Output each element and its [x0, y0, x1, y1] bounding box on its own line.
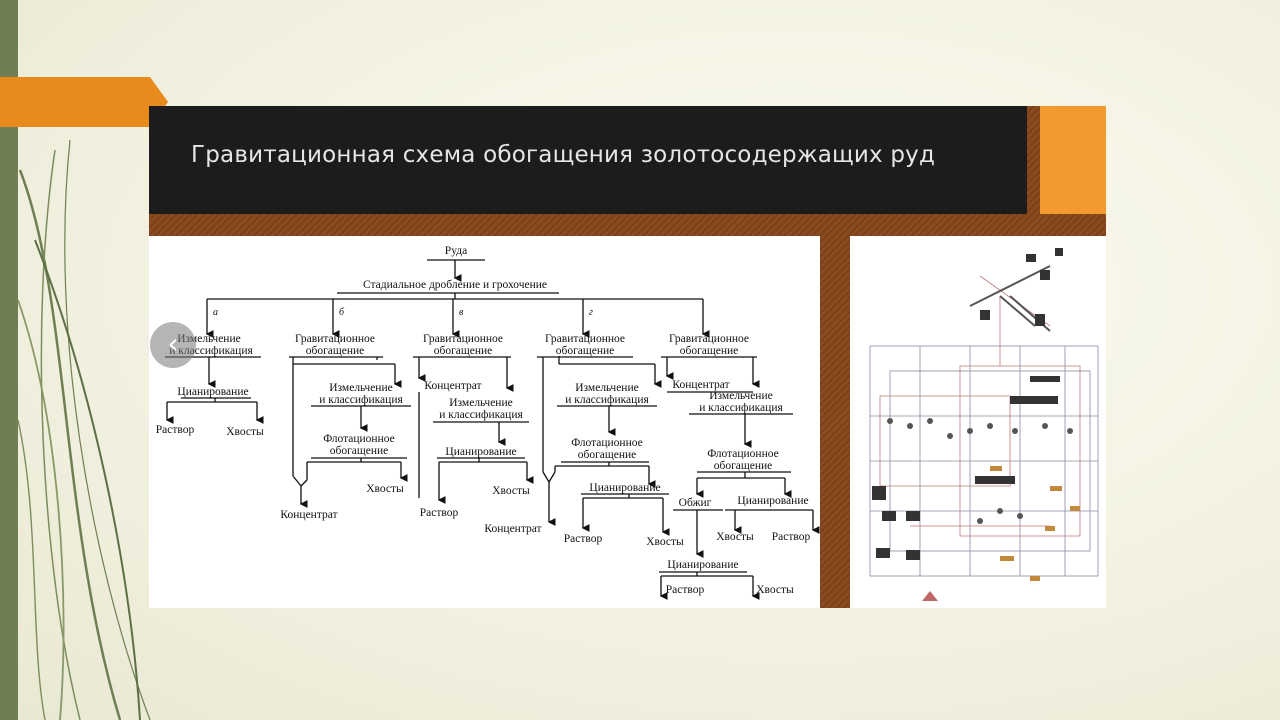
a-tails: Хвосты	[226, 426, 264, 438]
d-gravity-line1: Гравитационное	[545, 333, 625, 345]
d-grinding-line2: и классификация	[565, 394, 649, 406]
node-crushing: Стадиальное дробление и грохочение	[363, 279, 547, 291]
b-gravity-line2: обогащение	[306, 345, 365, 357]
flow-scheme-diagram: Руда Стадиальное дробление и грохочение …	[156, 245, 820, 600]
plant-equipment-drawing	[850, 236, 1106, 608]
a-solution: Раствор	[156, 424, 195, 436]
c-grinding-line2: и классификация	[439, 409, 523, 421]
orange-accent-tab	[0, 77, 168, 127]
e-gravity-line2: обогащение	[680, 345, 739, 357]
flow-scheme-panel: Руда Стадиальное дробление и грохочение …	[149, 236, 820, 608]
d-grinding-line1: Измельчение	[575, 382, 638, 394]
branch-label-b: б	[339, 307, 345, 318]
b-flotation-line1: Флотационное	[323, 433, 394, 445]
e-concentrate: Концентрат	[672, 379, 729, 391]
b-gravity-line1: Гравитационное	[295, 333, 375, 345]
d-tails: Хвосты	[646, 536, 684, 548]
left-sidebar-strip	[0, 0, 18, 720]
branch-label-d: г	[589, 307, 593, 318]
e-cyanidation-1: Цианирование	[737, 495, 808, 507]
c-cyanidation: Цианирование	[445, 446, 516, 458]
d-solution: Раствор	[564, 533, 603, 545]
b-flotation-line2: обогащение	[330, 445, 389, 457]
node-ore: Руда	[445, 245, 467, 257]
b-grinding-line2: и классификация	[319, 394, 403, 406]
c-concentrate: Концентрат	[424, 380, 481, 392]
e-solution-1: Раствор	[772, 531, 811, 543]
e-gravity-line1: Гравитационное	[669, 333, 749, 345]
previous-slide-button[interactable]: ‹	[150, 322, 196, 368]
decorative-grass-lines	[17, 139, 151, 720]
c-gravity-line1: Гравитационное	[423, 333, 503, 345]
e-solution-2: Раствор	[666, 584, 705, 596]
e-cyanidation-2: Цианирование	[667, 559, 738, 571]
d-gravity-line2: обогащение	[556, 345, 615, 357]
e-roasting: Обжиг	[679, 497, 712, 509]
branch-label-a: а	[213, 307, 218, 318]
c-solution: Раствор	[420, 507, 459, 519]
c-gravity-line2: обогащение	[434, 345, 493, 357]
title-bar: Гравитационная схема обогащения золотосо…	[149, 106, 1027, 214]
b-tails: Хвосты	[366, 483, 404, 495]
d-flotation-line1: Флотационное	[571, 437, 642, 449]
equipment-schematic	[869, 248, 1099, 601]
b-concentrate: Концентрат	[280, 509, 337, 521]
a-cyanidation: Цианирование	[177, 386, 248, 398]
d-cyanidation: Цианирование	[589, 482, 660, 494]
e-grinding-line2: и классификация	[699, 402, 783, 414]
orange-accent-square	[1040, 106, 1106, 214]
e-grinding-line1: Измельчение	[709, 390, 772, 402]
slide-title: Гравитационная схема обогащения золотосо…	[191, 142, 936, 168]
branch-label-c: в	[459, 307, 464, 318]
d-flotation-line2: обогащение	[578, 449, 637, 461]
b-grinding-line1: Измельчение	[329, 382, 392, 394]
c-grinding-line1: Измельчение	[449, 397, 512, 409]
d-concentrate: Концентрат	[484, 523, 541, 535]
c-tails: Хвосты	[492, 485, 530, 497]
e-flotation-line2: обогащение	[714, 460, 773, 472]
chevron-left-icon: ‹	[167, 327, 179, 360]
e-tails-1: Хвосты	[716, 531, 754, 543]
e-flotation-line1: Флотационное	[707, 448, 778, 460]
e-tails-2: Хвосты	[756, 584, 794, 596]
